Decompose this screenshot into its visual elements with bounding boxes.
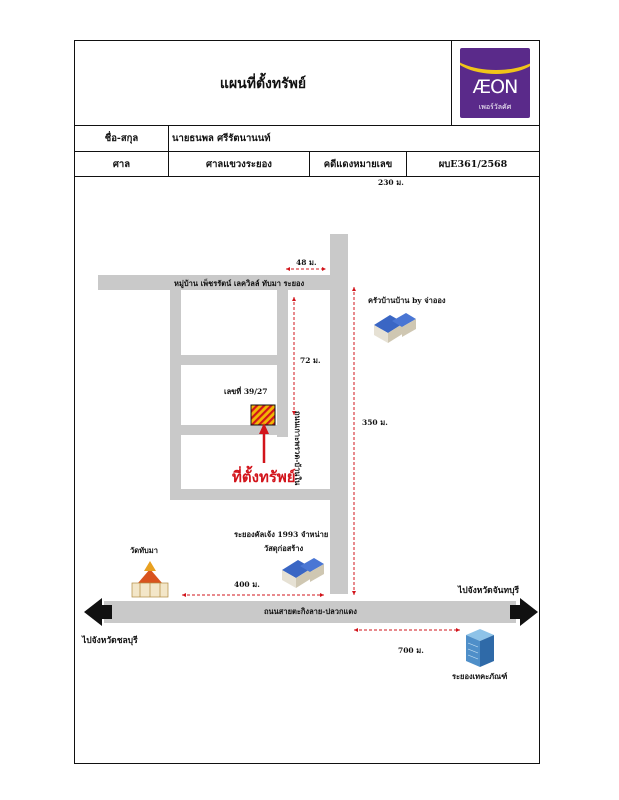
- company-building-icon: [282, 558, 324, 588]
- distance-72: 72 ม.: [300, 356, 321, 365]
- main-road-label: ถนนสายตะกิงลาย-ปลวกแดง: [264, 607, 357, 616]
- name-label: ชื่อ-สกุล: [104, 133, 139, 144]
- distance-400: 400 ม.: [234, 580, 260, 589]
- hospital-building-icon: [466, 629, 494, 667]
- location-map: 230 ม. 48 ม. หมู่บ้าน เพ็ชรรัตน์ เลควิลล…: [74, 177, 540, 764]
- left-arrow-icon: [84, 598, 112, 626]
- distance-48: 48 ม.: [296, 258, 317, 267]
- distance-230: 230 ม.: [378, 178, 404, 187]
- right-arrow-icon: [510, 598, 538, 626]
- name-value: นายธนพล ศรีรัตนานนท์: [168, 126, 539, 151]
- temple-icon: [131, 561, 169, 598]
- hospital-label: ระยองเทคะภัณฑ์: [452, 672, 508, 681]
- to-chanthaburi-label: ไปจังหวัดจันทบุรี: [458, 586, 520, 596]
- soi-h3: [170, 489, 330, 500]
- map-drawing: [84, 234, 538, 667]
- distance-350: 350 ม.: [362, 418, 388, 427]
- property-marker: [250, 404, 276, 426]
- case-label: คดีแดงหมายเลข: [309, 152, 406, 176]
- info-row-case: ศาล ศาลแขวงระยอง คดีแดงหมายเลข ผบE361/25…: [74, 152, 540, 177]
- info-row-name: ชื่อ-สกุล นายธนพล ศรีรัตนานนท์: [74, 126, 540, 152]
- soi-h1: [170, 355, 288, 365]
- main-road: [104, 601, 516, 623]
- court-value: ศาลแขวงระยอง: [168, 152, 309, 176]
- aeon-logo: ÆON เพอร์วัลคัศ: [460, 48, 530, 118]
- court-label: ศาล: [112, 158, 131, 170]
- logo-arc-icon: [460, 48, 530, 74]
- temple-label: วัดทับมา: [130, 546, 158, 555]
- vertical-main-road: [330, 234, 348, 594]
- distance-700: 700 ม.: [398, 646, 424, 655]
- restaurant-label: ครัวบ้านบ้าน by จ่าออง: [368, 296, 446, 305]
- to-chonburi-label: ไปจังหวัดชลบุรี: [82, 636, 138, 646]
- soi-left: [170, 290, 181, 500]
- company-label-line2: วัสดุก่อสร้าง: [264, 544, 304, 553]
- page-title: แผนที่ตั้งทรัพย์: [219, 76, 307, 92]
- logo-brand: ÆON: [472, 76, 519, 98]
- property-arrow-icon: [259, 423, 269, 434]
- house-number: เลขที่ 39/27: [224, 387, 268, 396]
- case-value: ผบE361/2568: [406, 152, 539, 176]
- restaurant-building-icon: [374, 313, 416, 343]
- property-label: ที่ตั้งทรัพย์: [232, 468, 296, 486]
- village-label: หมู่บ้าน เพ็ชรรัตน์ เลควิลล์ ทับมา ระยอง: [174, 279, 305, 288]
- logo-subtitle: เพอร์วัลคัศ: [478, 103, 512, 111]
- header: แผนที่ตั้งทรัพย์ ÆON เพอร์วัลคัศ: [74, 40, 540, 126]
- logo-cell: ÆON เพอร์วัลคัศ: [451, 41, 540, 125]
- soi-h2: [170, 425, 288, 435]
- company-label-line1: ระยองคัลเจ้ง 1993 จำหน่าย: [234, 530, 329, 539]
- village-road: [98, 275, 348, 290]
